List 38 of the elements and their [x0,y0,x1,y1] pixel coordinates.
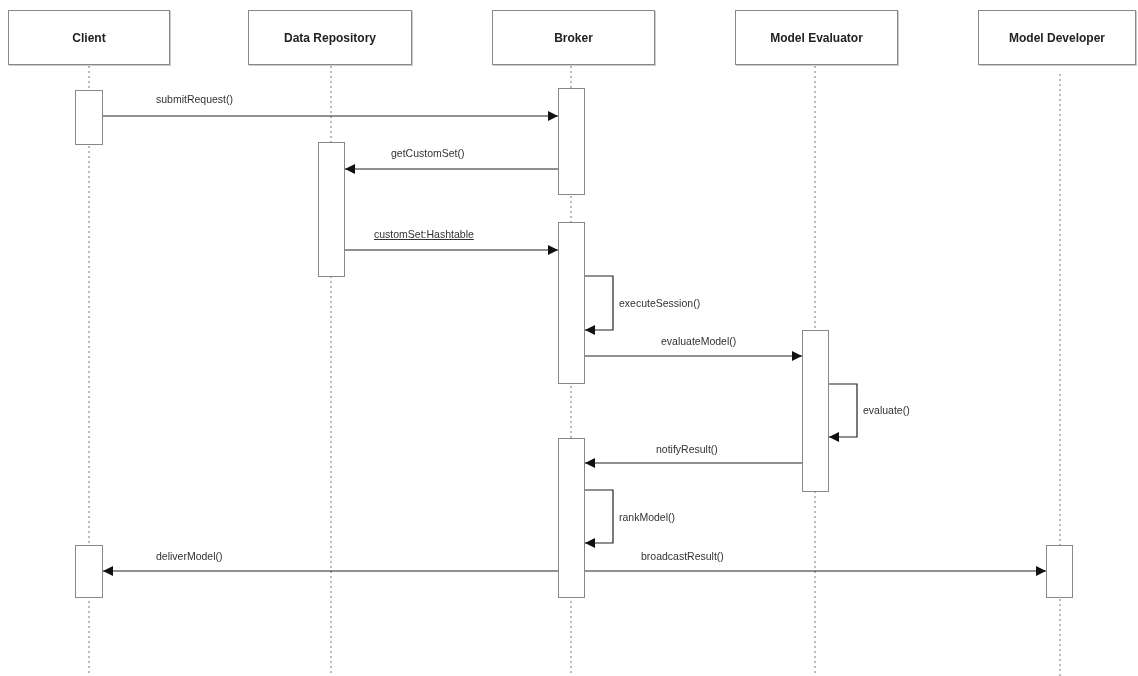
lifeline-header-box [492,10,655,65]
message-label: evaluateModel() [660,335,738,347]
participant-name: Broker [554,30,593,45]
message-arrow [584,351,803,361]
message-label: rankModel() [618,511,677,523]
self-message-arrow [584,275,614,335]
message-arrow [584,566,1047,576]
message-label: broadcastResult() [640,550,725,562]
message-label: submitRequest() [155,93,235,105]
participant-name: Client [72,30,106,45]
message-label: notifyResult() [655,443,719,455]
message-arrow [344,245,559,255]
message-label: deliverModel() [155,550,224,562]
self-message-arrow [584,489,614,548]
message-arrow [584,458,803,468]
lifeline-header-box [248,10,412,65]
lifeline-header-box [8,10,170,65]
lifeline-header-box [978,10,1136,65]
message-arrow [344,164,559,174]
activation-bar [558,222,585,384]
participant-name: Model Evaluator [770,30,863,45]
message-label: executeSession() [618,297,702,309]
activation-bar [1046,545,1073,598]
message-label: getCustomSet() [390,147,466,159]
lifeline-header-box [735,10,898,65]
activation-bar [75,545,103,598]
activation-bar [75,90,103,145]
message-label: evaluate() [862,404,911,416]
self-message-arrow [828,383,858,442]
message-arrow [102,111,559,121]
message-arrow [102,566,559,576]
participant-name: Model Developer [1009,30,1105,45]
activation-bar [558,438,585,598]
participant-name: Data Repository [284,30,376,45]
activation-bar [558,88,585,195]
activation-bar [802,330,829,492]
message-label: customSet:Hashtable [373,228,475,240]
activation-bar [318,142,345,277]
